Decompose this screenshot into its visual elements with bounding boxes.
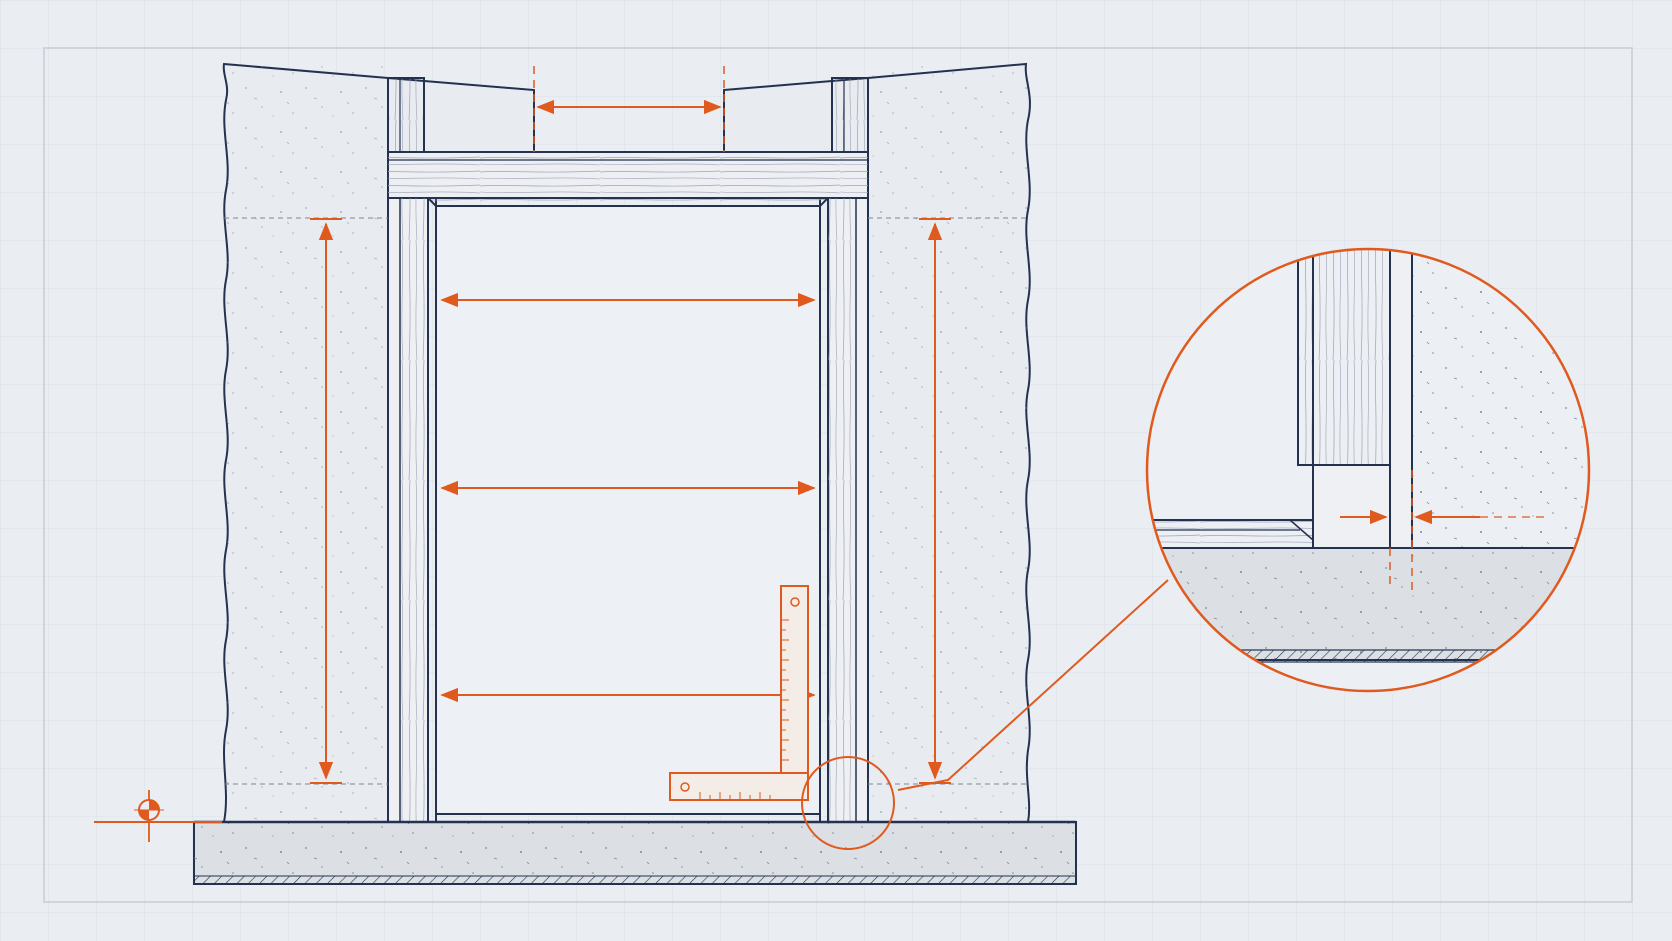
orange-extension-lines [533, 66, 725, 152]
dimension-lines [318, 99, 943, 780]
right-wall [867, 62, 1031, 823]
extension-lines [224, 217, 1028, 785]
header-beam [387, 151, 869, 199]
floor-slab [193, 820, 1077, 885]
head-casing [425, 197, 831, 207]
magnifier-callout-icon [801, 579, 1169, 850]
datum-symbol-icon [94, 790, 222, 842]
carpenter-square-icon [669, 585, 809, 801]
sheet-border [43, 47, 1633, 903]
right-jamb [819, 197, 869, 823]
left-wall [222, 62, 389, 823]
left-jamb [387, 197, 437, 823]
door-opening [435, 205, 821, 815]
